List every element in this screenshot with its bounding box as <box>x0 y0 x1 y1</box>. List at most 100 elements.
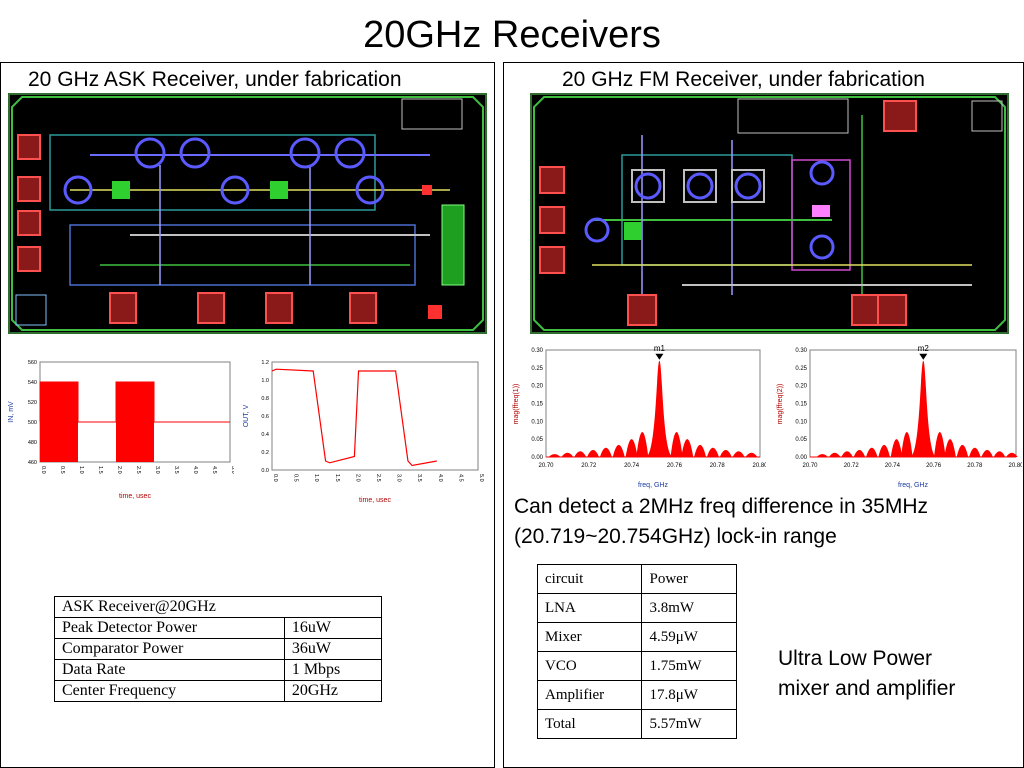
x-tick-label: 1.5 <box>97 466 103 474</box>
x-tick-label: 1.0 <box>313 474 319 482</box>
x-axis-label: time, usec <box>359 497 391 504</box>
side-lobe <box>878 444 890 457</box>
y-tick-label: 0.20 <box>531 384 543 390</box>
y-tick-label: 0.2 <box>261 450 269 456</box>
x-axis-label: freq, GHz <box>898 482 928 489</box>
x-tick-label: 20.80 <box>752 463 766 469</box>
table-cell: Mixer <box>536 622 643 652</box>
table-cell: Amplifier <box>536 680 643 710</box>
x-tick-label: 0.5 <box>293 474 299 482</box>
table-cell: 16uW <box>283 617 383 639</box>
side-lobe <box>944 439 956 457</box>
side-lobe <box>587 449 600 457</box>
y-tick-label: 560 <box>28 360 37 366</box>
x-tick-label: 5.0 <box>478 474 484 482</box>
x-tick-label: 20.78 <box>710 463 726 469</box>
description-line: Can detect a 2MHz freq difference in 35M… <box>514 495 928 518</box>
side-lobe <box>981 449 993 457</box>
side-lobe <box>934 432 946 457</box>
y-axis-label: IN, mV <box>8 401 15 423</box>
x-tick-label: 3.0 <box>154 466 160 474</box>
y-tick-label: 0.05 <box>795 437 807 443</box>
x-tick-label: 4.0 <box>437 474 443 482</box>
y-axis-label: mag(ffreq(2)) <box>777 384 784 425</box>
x-tick-label: 4.0 <box>192 466 198 474</box>
marker-triangle <box>655 353 664 360</box>
y-tick-label: 0.0 <box>261 468 269 474</box>
x-tick-label: 20.70 <box>802 463 818 469</box>
side-lobe <box>841 451 853 457</box>
fm-chip-layout-image <box>530 93 1009 334</box>
y-tick-label: 0.25 <box>795 366 807 372</box>
y-tick-label: 0.30 <box>795 348 807 354</box>
y-tick-label: 1.0 <box>261 378 269 384</box>
x-tick-label: 0.5 <box>59 466 65 474</box>
table-cell: Center Frequency <box>54 680 285 702</box>
y-tick-label: 0.8 <box>261 396 269 402</box>
table-cell: 4.59μW <box>641 622 737 652</box>
x-tick-label: 1.0 <box>78 466 84 474</box>
x-tick-label: 20.72 <box>581 463 597 469</box>
side-lobe <box>599 447 612 457</box>
side-lobe <box>706 447 719 457</box>
table-row: circuit Power <box>536 564 737 594</box>
table-row: Data Rate 1 Mbps <box>54 659 383 681</box>
side-lobe <box>732 451 745 457</box>
side-lobe <box>719 449 732 457</box>
table-cell: Comparator Power <box>54 638 285 660</box>
y-tick-label: 0.15 <box>795 402 807 408</box>
rf-burst <box>40 382 78 462</box>
x-tick-label: 4.5 <box>211 466 217 474</box>
x-tick-label: 2.5 <box>375 474 381 482</box>
side-lobe <box>745 452 758 457</box>
side-lobe <box>828 452 841 457</box>
slide-title: 20GHz Receivers <box>363 14 661 56</box>
x-tick-label: 2.0 <box>354 474 360 482</box>
side-lobe <box>681 439 694 457</box>
x-tick-label: 20.72 <box>844 463 860 469</box>
x-tick-label: 3.0 <box>396 474 402 482</box>
table-header-cell: circuit <box>536 564 643 594</box>
x-tick-label: 20.78 <box>967 463 983 469</box>
x-tick-label: 20.80 <box>1008 463 1022 469</box>
ultra-low-power-note: Ultra Low Power mixer and amplifier <box>778 644 955 704</box>
note-line: Ultra Low Power <box>778 647 933 670</box>
y-axis-label: OUT, V <box>243 404 250 427</box>
y-tick-label: 0.30 <box>531 348 543 354</box>
side-lobe <box>548 454 561 457</box>
x-tick-label: 20.74 <box>885 463 901 469</box>
table-cell: Peak Detector Power <box>54 617 285 639</box>
y-tick-label: 0.25 <box>531 366 543 372</box>
x-axis-label: time, usec <box>119 493 151 500</box>
y-tick-label: 1.2 <box>261 360 269 366</box>
table-header: ASK Receiver@20GHz <box>54 596 382 618</box>
series-line <box>271 368 437 467</box>
y-tick-label: 0.6 <box>261 414 269 420</box>
side-lobe <box>612 444 625 457</box>
table-cell: LNA <box>536 593 643 623</box>
side-lobe <box>636 432 649 457</box>
side-lobe <box>625 439 638 457</box>
table-cell: VCO <box>536 651 643 681</box>
x-tick-label: 20.76 <box>926 463 942 469</box>
marker-label: m2 <box>918 344 930 353</box>
y-tick-label: 520 <box>28 400 37 406</box>
y-tick-label: 0.10 <box>795 419 807 425</box>
table-cell: 17.8μW <box>641 680 737 710</box>
marker-label: m1 <box>654 344 666 353</box>
ask-receiver-caption: 20 GHz ASK Receiver, under fabrication <box>28 68 402 91</box>
marker-triangle <box>919 353 928 360</box>
x-tick-label: 20.74 <box>624 463 640 469</box>
side-lobe <box>853 449 866 457</box>
table-cell: Data Rate <box>54 659 285 681</box>
y-tick-label: 500 <box>28 420 37 426</box>
side-lobe <box>694 444 707 457</box>
x-tick-label: 2.0 <box>116 466 122 474</box>
ask-chip-layout-image <box>8 93 487 334</box>
x-tick-label: 2.5 <box>135 466 141 474</box>
table-cell: 5.57mW <box>641 709 737 739</box>
y-tick-label: 540 <box>28 380 37 386</box>
